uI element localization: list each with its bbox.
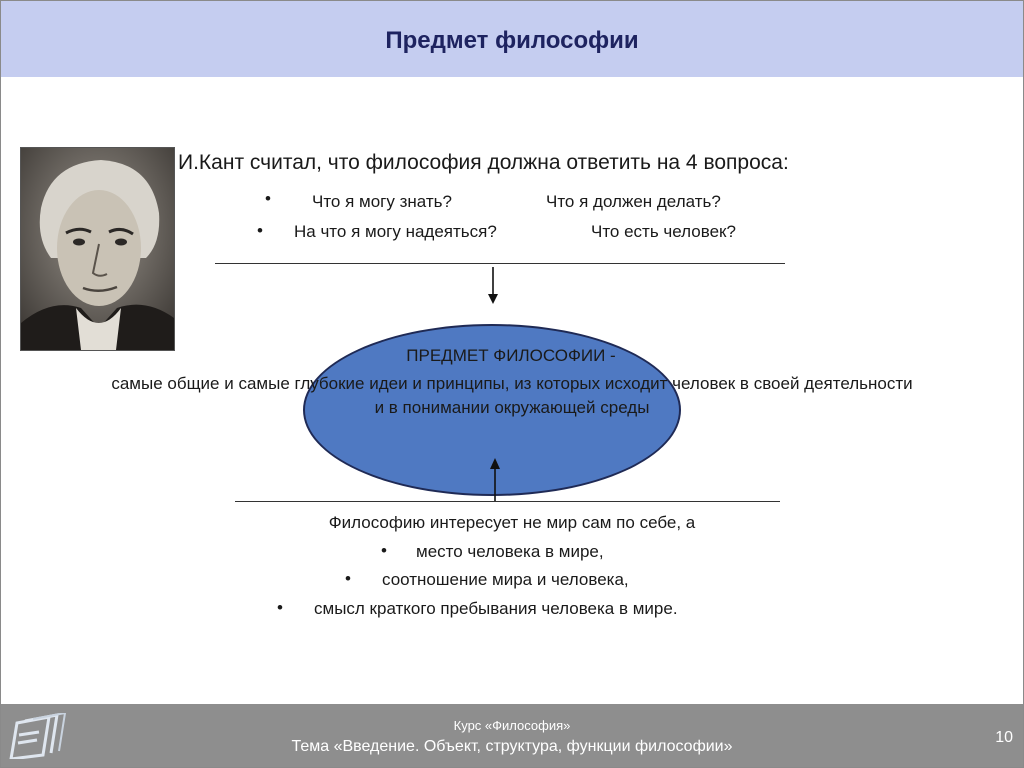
bullet-marker: • (345, 569, 351, 588)
header-bar: Предмет философии (1, 1, 1023, 77)
kant-portrait-image (20, 147, 175, 351)
course-logo-icon (9, 713, 67, 759)
interest-item-2: соотношение мира и человека, (382, 570, 629, 589)
slide-title: Предмет философии (385, 27, 639, 54)
footer-topic: Тема «Введение. Объект, структура, функц… (291, 738, 733, 755)
bullet-marker: • (277, 598, 283, 617)
down-arrow-icon (488, 267, 498, 304)
bullet-marker: • (257, 221, 263, 240)
divider-top (215, 263, 785, 264)
question-2: Что я должен делать? (546, 192, 721, 211)
subject-heading: ПРЕДМЕТ ФИЛОСОФИИ - (0, 346, 1022, 366)
question-1: Что я могу знать? (312, 192, 452, 211)
question-3: На что я могу надеяться? (294, 222, 497, 241)
interest-item-3: смысл краткого пребывания человека в мир… (314, 599, 678, 618)
subject-definition-line-2: и в понимании окружающей среды (374, 398, 650, 417)
bullet-marker: • (265, 189, 271, 208)
divider-bottom (235, 501, 780, 502)
question-4: Что есть человек? (591, 222, 736, 241)
footer-course: Курс «Философия» (453, 718, 571, 733)
bullet-marker: • (381, 541, 387, 560)
up-arrow-icon (490, 458, 500, 501)
kant-intro-text: И.Кант считал, что философия должна отве… (178, 151, 789, 174)
page-number: 10 (995, 729, 1013, 746)
subject-definition-line-1: самые общие и самые глубокие идеи и прин… (111, 374, 913, 393)
interest-item-1: место человека в мире, (416, 542, 604, 561)
footer-bar: Курс «Философия» Тема «Введение. Объект,… (1, 704, 1023, 767)
subject-heading-text: ПРЕДМЕТ ФИЛОСОФИИ - (406, 346, 616, 365)
interest-lead: Философию интересует не мир сам по себе,… (328, 513, 696, 532)
